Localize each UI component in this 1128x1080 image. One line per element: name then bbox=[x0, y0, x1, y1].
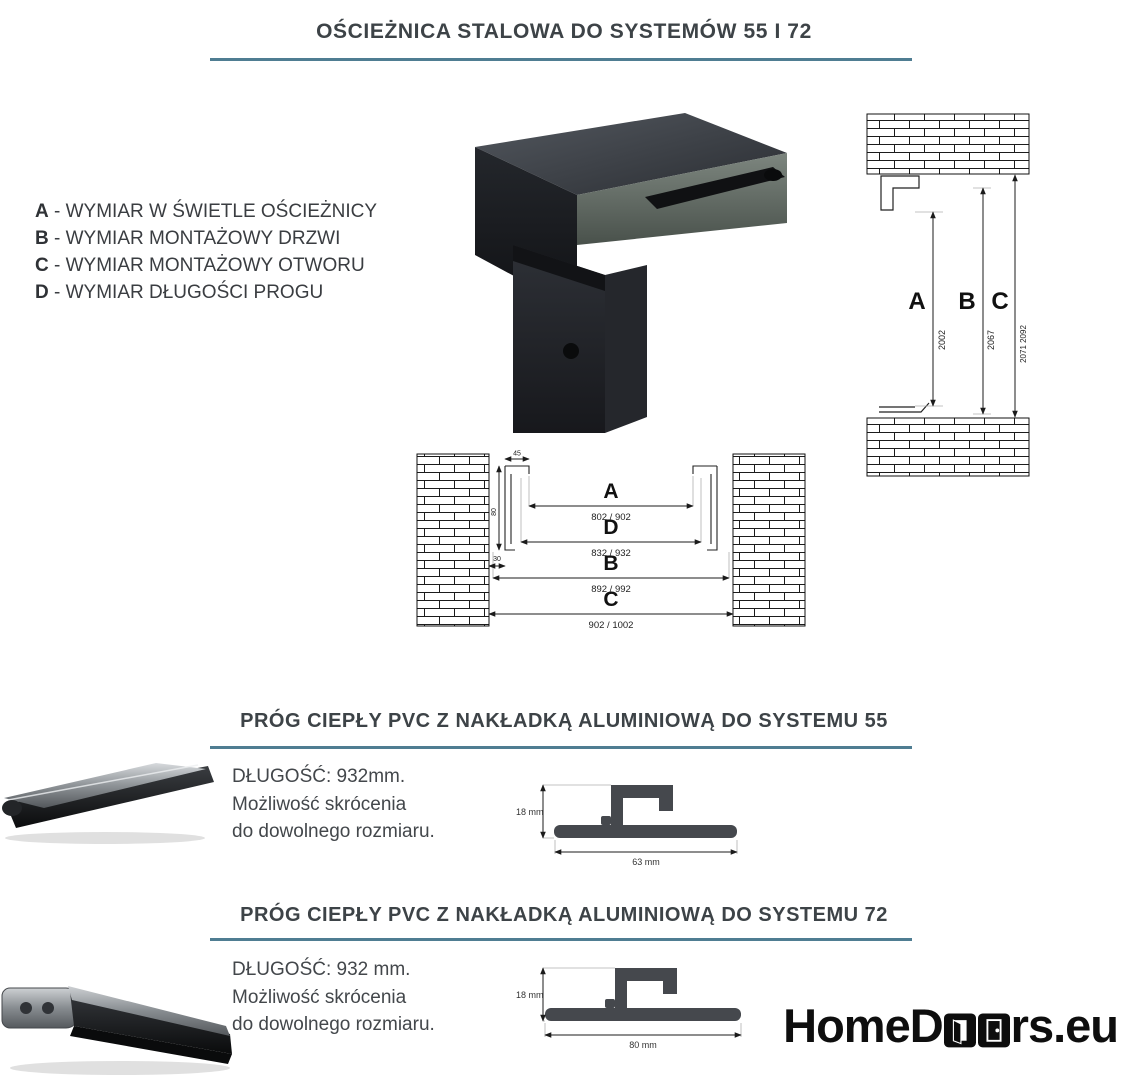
threshold-photo-72 bbox=[1, 986, 232, 1075]
threshold-55-notes: DŁUGOŚĆ: 932mm. Możliwość skrócenia do d… bbox=[232, 763, 435, 846]
dim-value-b: 2067 bbox=[986, 330, 996, 350]
dim-label-b: B bbox=[603, 552, 618, 575]
dim-value-d: 832 / 932 bbox=[591, 548, 631, 559]
legend-text: - WYMIAR W ŚWIETLE OŚCIEŻNICY bbox=[54, 201, 378, 222]
seal-bulb bbox=[764, 169, 782, 181]
threshold-section bbox=[879, 402, 930, 413]
frame-head-section bbox=[880, 175, 920, 211]
note-line-2: do dowolnego rozmiaru. bbox=[232, 1014, 435, 1035]
dim-value-top-45: 45 bbox=[513, 451, 521, 458]
section-rule-72 bbox=[210, 938, 912, 941]
length-line: DŁUGOŚĆ: 932 mm. bbox=[232, 959, 411, 980]
legend-item-b: B - WYMIAR MONTAŻOWY DRZWI bbox=[35, 225, 377, 252]
profile-clip bbox=[611, 785, 673, 825]
dim-label-b: B bbox=[958, 288, 975, 315]
note-line-1: Możliwość skrócenia bbox=[232, 793, 407, 815]
threshold-drawing-72: 18 mm 80 mm bbox=[516, 967, 742, 1050]
legend-key: D bbox=[35, 282, 49, 303]
homedoors-logo: HomeD rs.eu bbox=[783, 998, 1119, 1053]
title-rule bbox=[210, 58, 912, 61]
dim-width-label: 80 mm bbox=[629, 1040, 657, 1050]
door-open-icon bbox=[943, 1013, 976, 1048]
brick-wall-right bbox=[732, 453, 806, 627]
dim-width-label: 63 mm bbox=[632, 857, 660, 867]
dim-value-c: 902 / 1002 bbox=[589, 620, 634, 631]
section-hole-2 bbox=[42, 1002, 54, 1014]
profile-base bbox=[545, 1008, 741, 1021]
horizontal-dimension-diagram: 45 80 30 A 802 / 902 D 832 / 932 B 892 /… bbox=[416, 451, 806, 631]
section-hole-1 bbox=[20, 1002, 32, 1014]
legend-item-c: C - WYMIAR MONTAŻOWY OTWORU bbox=[35, 252, 377, 279]
dim-label-a: A bbox=[603, 480, 618, 503]
legend-text: - WYMIAR MONTAŻOWY OTWORU bbox=[54, 255, 365, 276]
door-handle-icon bbox=[977, 1013, 1010, 1048]
pvc-base bbox=[6, 766, 214, 828]
dim-value-b: 892 / 992 bbox=[591, 584, 631, 595]
legend-item-d: D - WYMIAR DŁUGOŚCI PROGU bbox=[35, 279, 377, 306]
screw-hole bbox=[563, 343, 579, 359]
dim-height-label: 18 mm bbox=[516, 990, 544, 1000]
seal-gasket bbox=[645, 167, 785, 209]
threshold-72-notes: DŁUGOŚĆ: 932 mm. Możliwość skrócenia do … bbox=[232, 956, 435, 1039]
dimension-legend: A - WYMIAR W ŚWIETLE OŚCIEŻNICY B - WYMI… bbox=[35, 198, 377, 306]
aluminium-cap bbox=[4, 763, 206, 808]
highlight-edge bbox=[7, 764, 199, 801]
legend-item-a: A - WYMIAR W ŚWIETLE OŚCIEŻNICY bbox=[35, 198, 377, 225]
note-line-1: Możliwość skrócenia bbox=[232, 986, 407, 1008]
profile-cross-section bbox=[1, 987, 79, 1029]
jamb-side bbox=[605, 265, 647, 433]
logo-text-prefix: HomeD bbox=[783, 999, 944, 1052]
dim-value-a: 2002 bbox=[937, 330, 947, 350]
legend-key: A bbox=[35, 201, 49, 222]
note-line-2: do dowolnego rozmiaru. bbox=[232, 821, 435, 842]
dim-label-d: D bbox=[603, 516, 618, 539]
legend-key: C bbox=[35, 255, 49, 276]
extension-lines bbox=[492, 476, 730, 578]
legend-key: B bbox=[35, 228, 49, 249]
brick-wall-top bbox=[866, 113, 1030, 175]
dim-label-a: A bbox=[908, 288, 925, 315]
threshold-drawing-55: 18 mm 63 mm bbox=[516, 784, 738, 867]
dim-value-left-80: 80 bbox=[491, 508, 498, 516]
section-title-72: PRÓG CIEPŁY PVC Z NAKŁADKĄ ALUMINIOWĄ DO… bbox=[240, 904, 888, 926]
section-rule-55 bbox=[210, 746, 912, 749]
extension-ticks bbox=[543, 784, 738, 854]
dim-height-label: 18 mm bbox=[516, 807, 544, 817]
frame-corner-3d-render bbox=[475, 113, 787, 433]
brick-wall-bottom bbox=[866, 417, 1030, 477]
extension-ticks bbox=[915, 187, 991, 415]
jamb-section-right bbox=[692, 465, 718, 551]
page-title: OŚCIEŻNICA STALOWA DO SYSTEMÓW 55 I 72 bbox=[316, 20, 812, 43]
legend-text: - WYMIAR MONTAŻOWY DRZWI bbox=[54, 228, 341, 249]
logo-text-suffix: rs.eu bbox=[1010, 999, 1119, 1052]
photo-shadow bbox=[5, 832, 205, 844]
section-title-55: PRÓG CIEPŁY PVC Z NAKŁADKĄ ALUMINIOWĄ DO… bbox=[240, 710, 888, 732]
length-line: DŁUGOŚĆ: 932mm. bbox=[232, 766, 406, 787]
vertical-dimension-diagram: A B C 2002 2067 2071 2092 bbox=[866, 113, 1030, 477]
profile-clip bbox=[615, 968, 677, 1008]
jamb-section-left bbox=[504, 465, 530, 551]
dim-label-c: C bbox=[991, 288, 1008, 315]
profile-nub bbox=[605, 999, 615, 1008]
legend-text: - WYMIAR DŁUGOŚCI PROGU bbox=[54, 282, 324, 303]
jamb-shadow bbox=[513, 245, 605, 291]
rubber-seal bbox=[70, 1026, 232, 1064]
dim-value-a: 802 / 902 bbox=[591, 512, 631, 523]
profile-base bbox=[554, 825, 737, 838]
dim-value-lower-30: 30 bbox=[493, 556, 501, 563]
profile-nub bbox=[601, 816, 611, 825]
brick-wall-left bbox=[416, 453, 490, 627]
threshold-photo-55 bbox=[2, 763, 214, 844]
jamb-front bbox=[513, 245, 605, 433]
aluminium-cap bbox=[68, 986, 230, 1036]
dim-value-c: 2071 2092 bbox=[1019, 325, 1028, 363]
profile-end bbox=[2, 800, 22, 816]
dim-label-c: C bbox=[603, 588, 618, 611]
photo-shadow bbox=[10, 1061, 230, 1075]
head-top-face bbox=[475, 113, 787, 195]
